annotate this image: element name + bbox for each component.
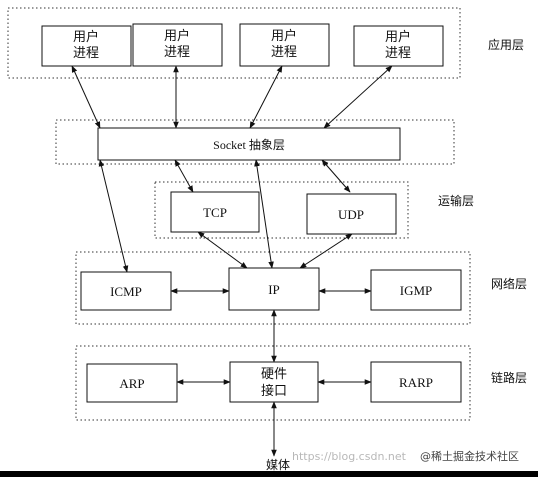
user-process-3: 用户 进程 [239,23,330,67]
edge-socket-tcp [174,159,194,193]
user-process-4: 用户 进程 [353,25,444,67]
user-process-1: 用户 进程 [41,25,132,67]
user-process-4-line-2: 进程 [385,45,411,60]
application-layer-group [7,7,461,79]
edge-socket-ip [254,159,274,269]
edge-udp-ip [299,233,353,269]
application-layer-label: 应用层 [488,37,524,52]
edge-socket-udp [321,159,351,193]
watermark-url: https://blog.csdn.net [292,450,407,463]
rarp-label: RARP [399,375,433,390]
arp-box: ARP [86,363,178,403]
edge-user1-socket [71,65,101,129]
arp-label: ARP [119,376,144,391]
socket-abstraction-layer: Socket 抽象层 [97,127,401,161]
user-process-3-line-1: 用户 [271,28,297,43]
rarp-box: RARP [370,361,462,403]
user-process-1-line-2: 进程 [73,45,99,60]
edges [71,65,393,457]
transport-layer-label: 运输层 [438,193,474,208]
ip-label: IP [268,282,280,297]
udp-label: UDP [338,207,364,222]
edge-user3-socket [249,65,283,129]
tcp-box: TCP [170,191,260,233]
tcp-label: TCP [203,205,227,220]
edge-user4-socket [323,65,393,129]
edge-tcp-ip [197,231,248,269]
hardware-label-line-2: 接口 [261,383,287,398]
user-process-3-line-2: 进程 [271,44,297,59]
hardware-interface-box: 硬件 接口 [229,361,319,403]
igmp-box: IGMP [370,269,462,311]
user-process-2-line-2: 进程 [164,44,190,59]
media-label: 媒体 [266,458,290,472]
user-process-2: 用户 进程 [132,23,223,67]
icmp-box: ICMP [80,271,172,311]
icmp-label: ICMP [110,284,142,299]
transport-layer-group [154,181,409,239]
udp-box: UDP [306,193,397,235]
hardware-label-line-1: 硬件 [261,366,287,381]
bottom-border [0,471,538,477]
user-process-4-line-1: 用户 [385,29,411,44]
user-process-2-line-1: 用户 [164,28,190,43]
user-process-1-line-1: 用户 [73,29,99,44]
edge-socket-icmp [98,159,129,273]
socket-label: Socket 抽象层 [213,138,285,152]
watermark-site: @稀土掘金技术社区 [420,449,519,463]
igmp-label: IGMP [400,283,433,298]
network-layer-label: 网络层 [491,276,527,291]
ip-box: IP [228,267,320,311]
link-layer-label: 链路层 [491,370,527,385]
